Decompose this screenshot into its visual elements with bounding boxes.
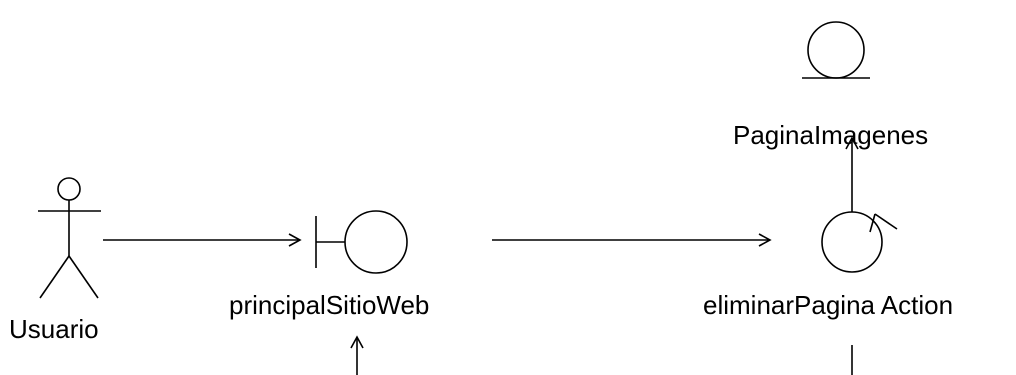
control-label: eliminarPagina Action [703,290,953,320]
actor-label: Usuario [9,314,99,344]
boundary-label: principalSitioWeb [229,290,429,320]
boundary-icon [315,210,408,274]
entity-pagina-imagenes[interactable]: PaginaImagenes [733,21,928,150]
entity-label: PaginaImagenes [733,120,928,150]
control-icon [821,211,898,273]
control-eliminar-pagina-action[interactable]: eliminarPagina Action [703,211,953,320]
entity-icon [802,21,870,79]
actor-usuario[interactable]: Usuario [9,177,101,344]
boundary-principal-sitio-web[interactable]: principalSitioWeb [229,210,429,320]
actor-icon [38,177,101,299]
